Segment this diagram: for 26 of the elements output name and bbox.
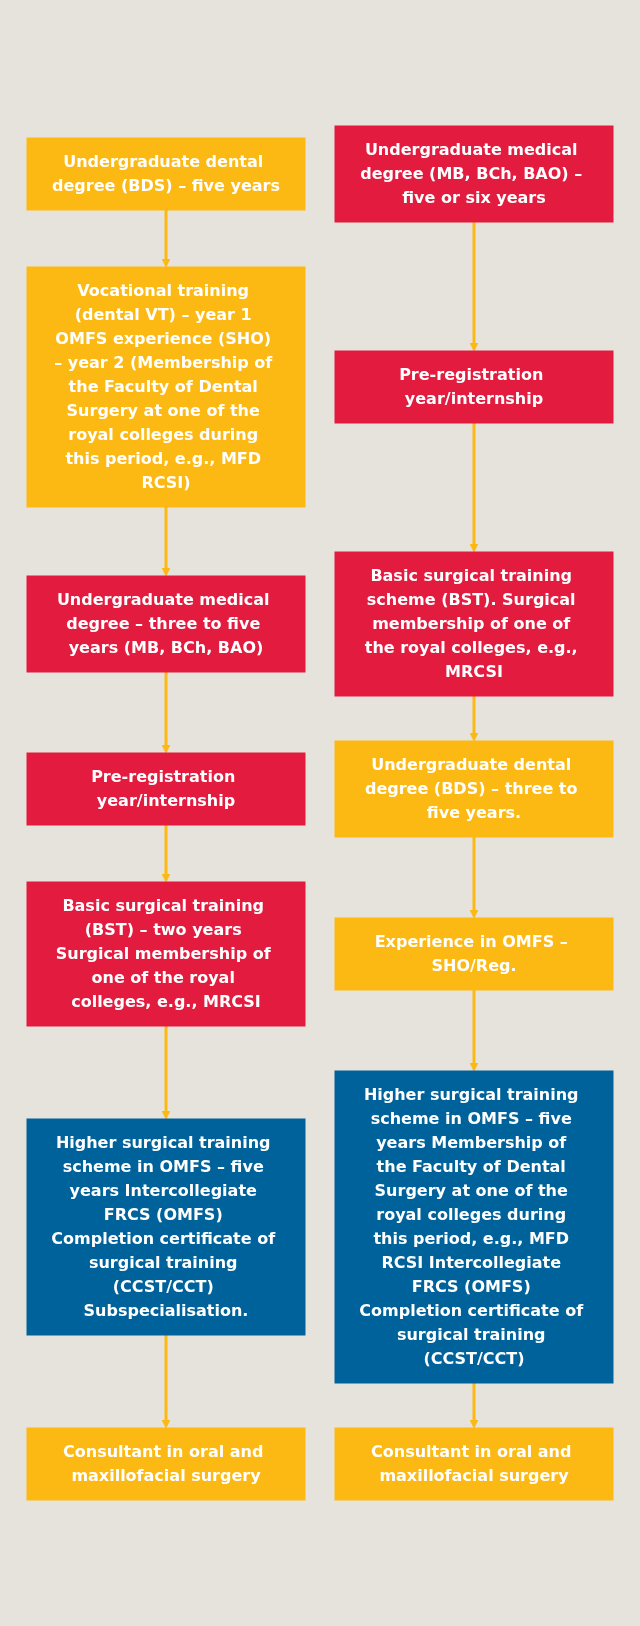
- node-box: Pre-registration year/internship: [26, 752, 306, 826]
- arrow: [469, 837, 479, 919]
- node-box: Higher surgical training scheme in OMFS – five years Membership of the Faculty of Dental Surgery at one of the royal colleges during this period, e.g., MFD RCSI Intercollegiate FRCS (OMFS) Completion certificate of surgical training (CCST/CCT): [334, 1070, 614, 1384]
- node-box: Undergraduate dental degree (BDS) – three to five years.: [334, 740, 614, 838]
- arrow: [469, 1383, 479, 1429]
- arrow: [161, 672, 171, 754]
- arrow: [161, 507, 171, 577]
- node-box: Undergraduate medical degree – three to five years (MB, BCh, BAO): [26, 575, 306, 673]
- node-box: Pre-registration year/internship: [334, 350, 614, 424]
- node-box: Basic surgical training (BST) – two years Surgical membership of one of the royal colleges, e.g., MRCSI: [26, 881, 306, 1027]
- arrow: [469, 696, 479, 742]
- node-box: Consultant in oral and maxillofacial surgery: [26, 1427, 306, 1501]
- node-box: Vocational training (dental VT) – year 1 OMFS experience (SHO) – year 2 (Membership of the Faculty of Dental Surgery at one of the royal colleges during this period, e.g., MFD RCSI): [26, 266, 306, 508]
- arrow: [469, 990, 479, 1072]
- arrow: [161, 825, 171, 883]
- node-box: Undergraduate medical degree (MB, BCh, BAO) – five or six years: [334, 125, 614, 223]
- arrow: [469, 423, 479, 553]
- arrow: [469, 222, 479, 352]
- node-box: Basic surgical training scheme (BST). Surgical membership of one of the royal colleges, e.g., MRCSI: [334, 551, 614, 697]
- node-box: Experience in OMFS – SHO/Reg.: [334, 917, 614, 991]
- arrow: [161, 210, 171, 268]
- node-box: Consultant in oral and maxillofacial surgery: [334, 1427, 614, 1501]
- node-box: Higher surgical training scheme in OMFS – five years Intercollegiate FRCS (OMFS) Completion certificate of surgical training (CCST/CCT) Subspecialisation.: [26, 1118, 306, 1336]
- node-box: Undergraduate dental degree (BDS) – five years: [26, 137, 306, 211]
- arrow: [161, 1026, 171, 1120]
- arrow: [161, 1335, 171, 1429]
